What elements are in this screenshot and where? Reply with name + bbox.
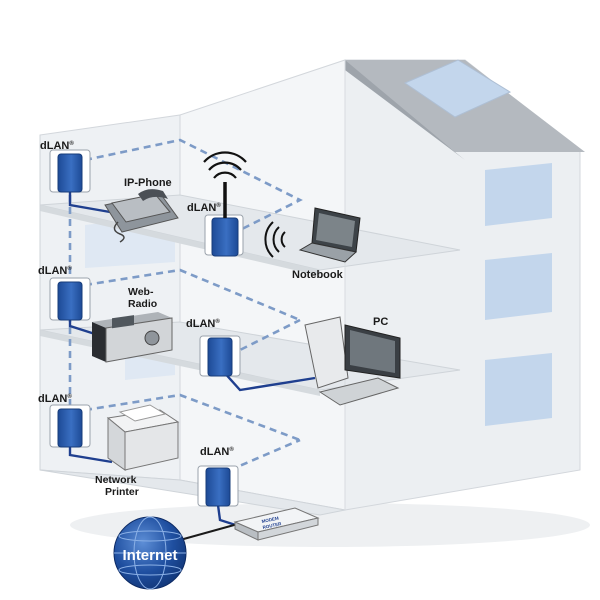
dlan-adapter-router [197,465,239,507]
web-radio-label-2: Radio [128,298,157,310]
dlan-label-wifi: dLAN® [187,202,221,214]
cable-printer [68,445,113,464]
labels: dLAN® IP-Phone dLAN® Notebook dLAN® Web-… [38,140,388,498]
notebook-base [298,242,358,263]
router-label-2: ROUTER [262,521,282,530]
dlan-text: dLAN [200,446,229,458]
cable-internet [179,521,246,541]
registered-mark: ® [67,265,72,272]
dlan-adapter-2 [49,277,91,321]
dlan-text: dLAN [38,393,67,405]
network-printer-label-1: Network [95,474,137,486]
network-printer-label-2: Printer [105,486,139,498]
radio-display [112,315,134,329]
internet-label: Internet [122,547,177,564]
keyboard [318,377,400,406]
back-wall-main [179,59,346,511]
ip-phone-label: IP-Phone [124,177,172,189]
registered-mark: ® [215,318,220,325]
monitor-screen [350,330,395,373]
dlan-label-3: dLAN® [38,393,72,405]
web-radio-label-1: Web- [128,286,154,298]
side-window-2 [485,253,552,320]
registered-mark: ® [69,140,74,147]
pc-tower [304,316,349,389]
wifi-waves [264,221,286,258]
dlan-text: dLAN [38,265,67,277]
adapter-body [207,337,233,377]
side-window-1 [485,163,552,226]
printer-side [124,421,179,471]
web-radio-icon [92,312,173,363]
dlan-text: dLAN [186,318,215,330]
dlan-text: dLAN [40,140,69,152]
radio-knob [144,330,160,346]
dlan-label-pc: dLAN® [186,318,220,330]
ground-shadow [70,503,590,547]
registered-mark: ® [216,202,221,209]
cable-radio [68,318,96,336]
link-printer [84,393,301,442]
modem-router-icon: MODEM ROUTER [233,507,320,541]
notebook-label: Notebook [292,269,344,281]
skylight [403,59,512,118]
adapter-body [211,217,239,257]
dlan-text: dLAN [187,202,216,214]
ip-phone-icon [104,189,179,243]
link-top [84,138,303,232]
link-router [229,438,301,472]
link-pc [229,318,301,357]
pc-icon [304,316,401,406]
registered-mark: ® [67,393,72,400]
notebook-display [316,213,355,247]
cables [68,192,316,541]
dlan-adapter-1 [49,149,91,193]
cable-pc [221,369,316,392]
dlan-label-2: dLAN® [38,265,72,277]
dlan-adapter-3 [49,404,91,448]
radio-front [92,322,106,362]
paper-stack [118,404,167,422]
cable-phone [68,192,111,214]
adapter-body [57,153,83,193]
globe-parallel [118,564,182,576]
globe-parallel [118,530,182,542]
powerline-links [68,138,303,472]
link-web-radio [84,268,301,322]
adapter-body [205,467,231,507]
dlan-label-1: dLAN® [40,140,74,152]
router-label-1: MODEM [261,515,279,524]
wifi-waves [203,151,247,179]
phone-handset [138,189,168,201]
dlan-label-router: dLAN® [200,446,234,458]
adapter-body [57,408,83,448]
registered-mark: ® [229,446,234,453]
pc-label: PC [373,316,388,328]
phone-cord [113,221,125,243]
radio-face [105,317,173,363]
side-window-3 [485,353,552,426]
internet-globe-icon: Internet [113,516,187,590]
dlan-adapter-pc [199,335,241,377]
notebook-icon [264,207,361,263]
floor-1-edge [40,205,320,276]
router-side [234,521,259,541]
dlan-adapter-wifi [203,151,247,257]
adapter-body [57,281,83,321]
network-printer-icon [106,404,180,471]
